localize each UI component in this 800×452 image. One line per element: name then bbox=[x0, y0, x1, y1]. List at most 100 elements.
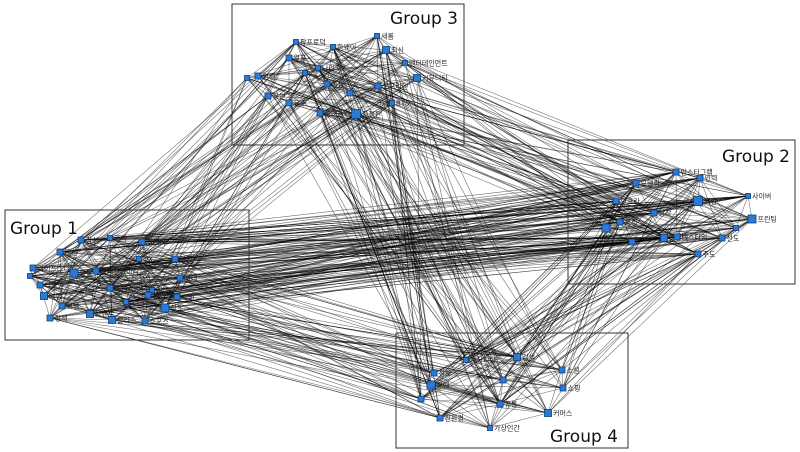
edge bbox=[516, 195, 749, 358]
edge bbox=[176, 296, 501, 405]
edge bbox=[32, 102, 290, 269]
edge bbox=[39, 284, 504, 381]
node-g3_16 bbox=[389, 100, 395, 106]
edge bbox=[430, 384, 491, 429]
edge bbox=[59, 182, 637, 253]
node-g3_13 bbox=[285, 99, 293, 107]
node-label-g4_2: 검색 bbox=[522, 353, 535, 362]
edge bbox=[377, 85, 617, 202]
edge bbox=[355, 113, 637, 184]
node-label-g1_4: 패션 bbox=[65, 248, 78, 257]
node-g3_9 bbox=[323, 80, 331, 88]
edge bbox=[43, 295, 422, 400]
edge bbox=[29, 83, 328, 277]
edge bbox=[288, 57, 501, 405]
node-label-g4_4: 정보 bbox=[439, 369, 452, 378]
node-label-g3_2: 새롬 bbox=[381, 32, 394, 41]
edge bbox=[288, 83, 328, 104]
node-g2_7 bbox=[650, 209, 658, 217]
edge bbox=[355, 113, 699, 255]
edge bbox=[29, 275, 63, 307]
group-title-g1: Group 1 bbox=[10, 219, 78, 239]
edge bbox=[141, 113, 357, 243]
node-g3_8 bbox=[254, 72, 262, 80]
node-g2_9 bbox=[747, 214, 757, 224]
edge bbox=[39, 253, 699, 286]
node-g4_1 bbox=[463, 357, 469, 363]
edge bbox=[615, 200, 753, 220]
edge bbox=[49, 317, 113, 321]
node-g1_5 bbox=[29, 264, 37, 272]
edge bbox=[89, 313, 564, 389]
edge bbox=[109, 237, 435, 374]
node-g4_5 bbox=[559, 384, 567, 392]
node-label-g1_3: 럭셔리 bbox=[147, 238, 166, 247]
node-g1_13 bbox=[106, 284, 114, 292]
edge bbox=[176, 296, 564, 389]
edge bbox=[561, 221, 621, 371]
edge bbox=[80, 239, 435, 374]
node-label-g1_21: 창조 bbox=[171, 305, 184, 313]
edge bbox=[164, 95, 269, 309]
node-g4_3 bbox=[558, 366, 566, 374]
edge bbox=[39, 200, 699, 286]
node-g1_10 bbox=[176, 274, 184, 282]
node-g3_11 bbox=[413, 74, 421, 82]
node-g3_15 bbox=[351, 109, 361, 119]
edge bbox=[32, 267, 441, 419]
edge bbox=[319, 112, 723, 239]
node-g3_4 bbox=[330, 44, 336, 50]
edge bbox=[151, 289, 504, 381]
node-g1_17 bbox=[58, 302, 66, 310]
edge bbox=[489, 403, 501, 429]
edge bbox=[420, 398, 549, 414]
edge bbox=[562, 171, 677, 389]
node-label-g1_9: 통제연가바나 bbox=[101, 267, 140, 276]
node-g3_10 bbox=[374, 82, 382, 90]
node-g4_7 bbox=[544, 409, 552, 417]
node-label-g1_15: 미래 bbox=[156, 286, 169, 295]
edge bbox=[385, 49, 637, 184]
edge bbox=[125, 221, 621, 303]
node-g2_11 bbox=[673, 233, 681, 241]
node-g3_1 bbox=[293, 39, 299, 45]
edge bbox=[489, 182, 637, 429]
node-label-g2_1: 인스타그램 bbox=[681, 168, 713, 177]
edge bbox=[499, 253, 699, 405]
edge bbox=[267, 72, 306, 97]
edge bbox=[147, 200, 617, 296]
edge bbox=[499, 200, 617, 405]
edge bbox=[109, 171, 677, 289]
node-g4_2 bbox=[513, 353, 521, 361]
node-label-g3_1: 팝프로덕 bbox=[300, 38, 326, 47]
edge bbox=[246, 77, 504, 381]
edge bbox=[151, 236, 678, 291]
edge bbox=[176, 221, 621, 298]
edge bbox=[144, 320, 501, 405]
node-g4_4 bbox=[430, 369, 438, 377]
node-label-g4_7: 커머스 bbox=[553, 409, 573, 418]
node-g2_3 bbox=[696, 174, 704, 182]
edge bbox=[109, 102, 393, 239]
edge bbox=[433, 236, 678, 374]
node-g3_6 bbox=[315, 65, 321, 71]
edge bbox=[61, 62, 406, 307]
node-label-g1_11: 디자인 bbox=[45, 281, 64, 290]
edge bbox=[304, 72, 677, 173]
edge bbox=[547, 387, 564, 414]
edge bbox=[502, 182, 637, 381]
node-label-g2_9: 프린팅 bbox=[758, 215, 777, 224]
edge bbox=[111, 319, 563, 371]
edge bbox=[59, 171, 677, 253]
edge bbox=[176, 296, 563, 371]
edge bbox=[499, 182, 637, 405]
node-g1_23 bbox=[27, 273, 33, 279]
edge bbox=[439, 200, 699, 419]
edge bbox=[138, 113, 357, 260]
edge bbox=[95, 227, 737, 272]
node-g1_1 bbox=[77, 236, 85, 244]
node-label-g1_1: 감성 bbox=[86, 236, 99, 245]
edge bbox=[332, 46, 406, 64]
node-label-g1_17: 모델 bbox=[67, 303, 80, 311]
edge bbox=[89, 57, 290, 315]
